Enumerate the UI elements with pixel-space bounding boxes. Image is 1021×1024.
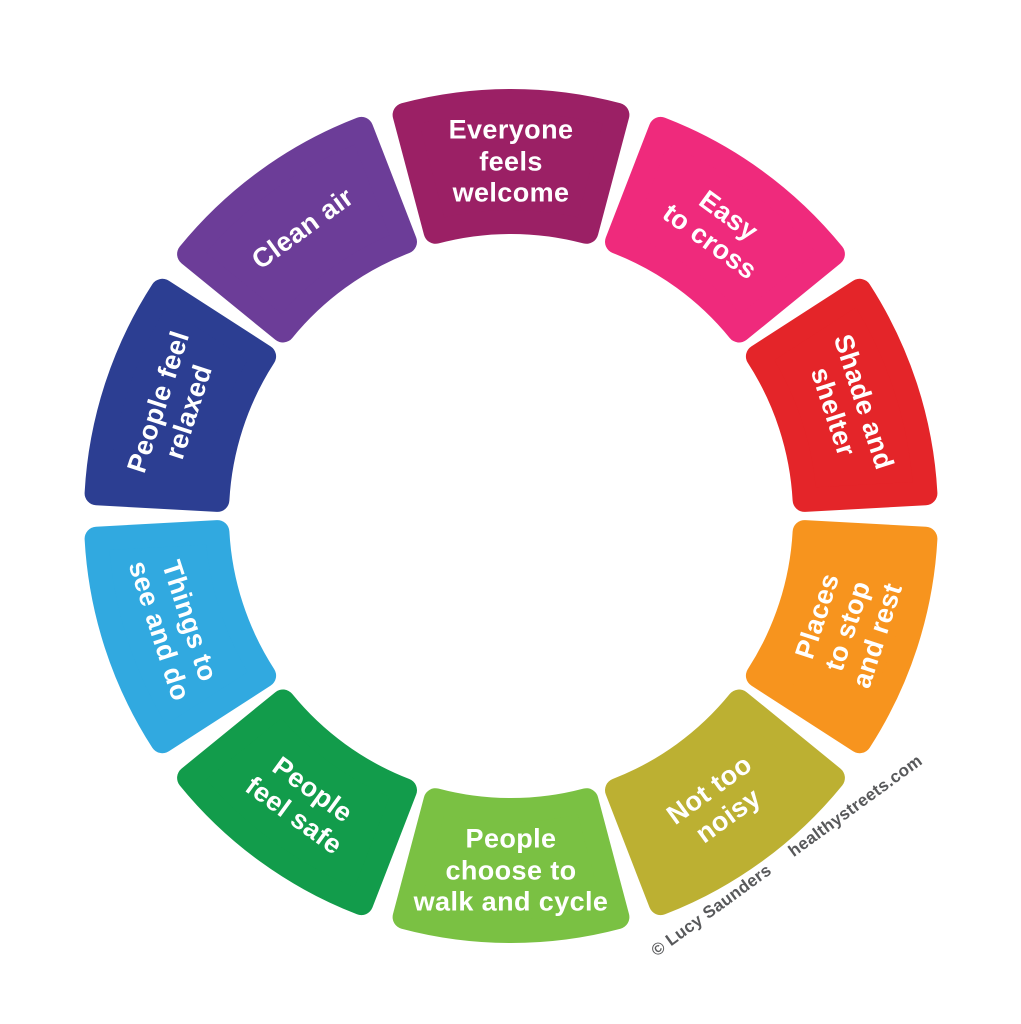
segment-not-too-noisy — [605, 689, 845, 916]
segment-shade-and-shelter — [745, 278, 938, 512]
segment-easy-to-cross — [605, 116, 845, 343]
segment-people-feel-safe — [177, 689, 417, 916]
segment-everyone-feels-welcome — [392, 89, 630, 244]
segment-label-everyone-feels-welcome: Everyone feels welcome — [448, 114, 574, 208]
segment-people-choose-to-walk-and-cycle — [392, 788, 630, 943]
segment-things-to-see-and-do — [84, 520, 277, 754]
segment-label-people-choose-to-walk-and-cycle: People choose to walk and cycle — [413, 823, 609, 917]
segment-clean-air — [177, 116, 417, 343]
segment-places-to-stop-and-rest — [745, 520, 938, 754]
segment-people-feel-relaxed — [84, 278, 277, 512]
